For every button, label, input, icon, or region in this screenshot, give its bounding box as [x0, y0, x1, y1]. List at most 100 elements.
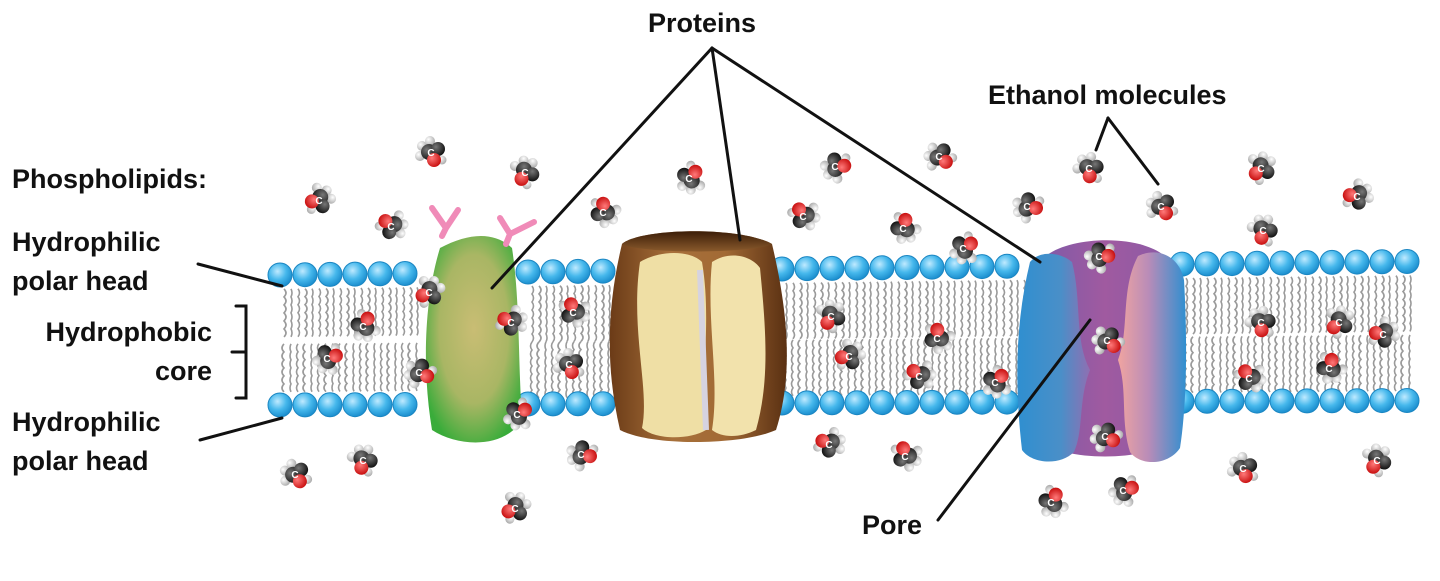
carbon-letter: C	[1325, 364, 1332, 375]
phospholipids-label: Phospholipids:	[12, 164, 207, 194]
phosphate-heads	[267, 248, 1420, 418]
phosphate-head	[367, 392, 393, 418]
channel-left-subunit	[1017, 253, 1090, 462]
ethanol-molecule: C	[1246, 214, 1278, 247]
ethanol-molecule: C	[350, 308, 381, 343]
carbon-letter: C	[513, 410, 520, 421]
phosphate-head	[1194, 388, 1220, 414]
hydrophilic-top-line-2: polar head	[12, 266, 149, 296]
ethanol-molecule: C	[1233, 364, 1267, 393]
carbon-letter: C	[1119, 486, 1126, 497]
carbon-letter: C	[935, 152, 942, 163]
proteins-pointer-3	[710, 46, 1042, 264]
carbon-letter: C	[415, 368, 422, 379]
carbon-letter: C	[1353, 192, 1360, 203]
ethanol-molecule: C	[1145, 190, 1179, 221]
phosphate-head	[590, 258, 616, 284]
green-protein	[425, 205, 537, 443]
carbon-letter: C	[915, 372, 922, 383]
carbon-letter: C	[1379, 330, 1386, 341]
phosphate-head	[869, 390, 895, 416]
ethanol-molecule: C	[819, 152, 852, 184]
carbon-letter: C	[427, 148, 434, 159]
phosphate-head	[1294, 388, 1320, 414]
phosphate-head	[1319, 388, 1345, 414]
ethanol-molecule: C	[923, 142, 958, 171]
carbon-letter: C	[799, 212, 806, 223]
phosphate-head	[1244, 388, 1270, 414]
carbon-letter: C	[1095, 252, 1102, 263]
carbon-letter: C	[359, 456, 366, 467]
phosphate-head	[1244, 250, 1270, 276]
phosphate-head	[1294, 250, 1320, 276]
hydrophilic-top-pointer	[196, 262, 284, 288]
hydrophilic-bottom-line-2: polar head	[12, 446, 149, 476]
carbon-letter: C	[521, 168, 528, 179]
ethanol-molecule: C	[1226, 451, 1259, 484]
phosphate-head	[844, 390, 870, 416]
phosphate-head	[540, 391, 566, 417]
ethanol-molecule: C	[1108, 475, 1139, 507]
phosphate-head	[894, 254, 920, 280]
ethanol-molecule: C	[890, 441, 923, 472]
glycan-left	[429, 205, 461, 239]
carbon-letter: C	[425, 288, 432, 299]
ethanol-molecule: C	[415, 275, 446, 308]
carbon-letter: C	[1103, 336, 1110, 347]
carbon-letter: C	[1335, 318, 1342, 329]
hydrophilic-bottom-label: Hydrophilic polar head	[12, 403, 161, 481]
carbon-letter: C	[1101, 432, 1108, 443]
ethanol-molecule: C	[503, 397, 532, 431]
ethanol-label: Ethanol molecules	[988, 80, 1227, 110]
ethanol-molecule: C	[677, 160, 706, 195]
proteins-pointer-2	[710, 46, 742, 242]
phosphate-head	[565, 258, 591, 284]
ethanol-molecule: C	[1091, 326, 1126, 355]
phosphate-head	[1219, 251, 1245, 277]
phosphate-head	[565, 391, 591, 417]
ethanol-molecule: C	[924, 322, 956, 355]
ethanol-molecule: C	[1012, 192, 1045, 224]
ethanol-molecule: C	[1244, 305, 1276, 338]
ethanol-molecule: C	[552, 347, 585, 380]
phosphate-head	[794, 390, 820, 416]
phosphate-head	[1269, 388, 1295, 414]
carbon-letter: C	[825, 440, 832, 451]
ethanol-molecule: C	[1362, 443, 1392, 478]
pore-pointer	[936, 318, 1092, 522]
phosphate-head	[317, 392, 343, 418]
hydrophilic-bottom-line-1: Hydrophilic	[12, 407, 161, 437]
ethanol-pointer-2	[1106, 116, 1160, 186]
carbon-letter: C	[1023, 202, 1030, 213]
carbon-letter: C	[933, 334, 940, 345]
phosphate-head	[994, 253, 1020, 279]
ethanol-molecule: C	[982, 364, 1012, 399]
ethanol-molecule: C	[279, 458, 313, 489]
phosphate-head	[342, 261, 368, 287]
phosphate-head	[869, 255, 895, 281]
phosphate-head	[1269, 250, 1295, 276]
hydrophilic-bottom-pointer	[198, 416, 284, 442]
ethanol-molecule: C	[495, 304, 528, 336]
carbon-letter: C	[845, 352, 852, 363]
phosphate-head	[844, 255, 870, 281]
ethanol-molecule: C	[304, 182, 337, 214]
carbon-letter: C	[991, 378, 998, 389]
carbon-letter: C	[1239, 464, 1246, 475]
carbon-letter: C	[959, 244, 966, 255]
proteins-label: Proteins	[648, 8, 757, 38]
ethanol-molecule: C	[1089, 422, 1124, 453]
carbon-letter: C	[387, 222, 394, 233]
phosphate-head	[1369, 388, 1395, 414]
phosphate-head	[392, 392, 418, 417]
phosphate-head	[540, 259, 566, 285]
hydrophilic-top-line-1: Hydrophilic	[12, 227, 161, 257]
channel-right-subunit	[1118, 252, 1187, 463]
ethanol-molecule: C	[890, 212, 922, 244]
ethanol-pointer-1	[1094, 116, 1110, 152]
ethanol-molecule: C	[1368, 316, 1400, 348]
ethanol-molecule: C	[590, 196, 622, 229]
carbon-letter: C	[1245, 374, 1252, 385]
